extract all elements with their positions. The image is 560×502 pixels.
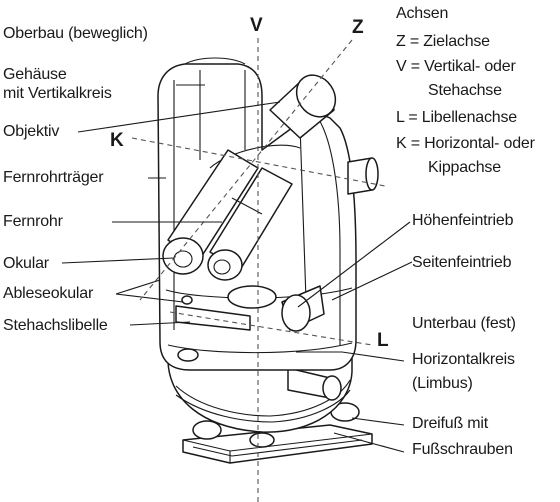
label-horizontalkreis-line2: (Limbus) [412, 375, 473, 392]
label-fernrohrtraeger: Fernrohrträger [3, 169, 104, 186]
label-seitenfeintrieb: Seitenfeintrieb [412, 254, 512, 271]
label-okular: Okular [3, 255, 49, 272]
leader-fussschrauben [333, 432, 405, 453]
axis-letter-z: Z [352, 17, 364, 38]
tribrach-illustration [182, 402, 373, 464]
axes-legend-title: Achsen [396, 5, 449, 22]
label-fernrohr: Fernrohr [3, 213, 63, 230]
label-stehachslibelle: Stehachslibelle [3, 317, 108, 334]
label-gehaeuse-line2: mit Vertikalkreis [3, 85, 112, 102]
leader-objektiv [77, 101, 281, 133]
axis-letter-k: K [110, 130, 124, 151]
objective-illustration [269, 74, 337, 139]
level-axis-line [169, 311, 373, 346]
label-dreifuss-line2: Fußschrauben [412, 441, 513, 458]
axes-legend-l: L = Libellenachse [396, 109, 517, 126]
leader-lines [61, 84, 413, 453]
leader-okular [61, 257, 175, 264]
label-unterbau: Unterbau (fest) [412, 315, 516, 332]
leader-horizontalkreis [296, 351, 405, 362]
leader-stehachslibelle [129, 321, 191, 326]
axes-legend-k-line1: K = Horizontal- oder [396, 135, 535, 152]
lower-body-illustration [167, 349, 353, 433]
leader-ableseokular-1 [115, 279, 161, 295]
telescope-illustration [162, 149, 293, 281]
axis-letter-l: L [377, 330, 389, 351]
tilt-axis-line [131, 137, 386, 187]
axes-legend-v-line1: V = Vertikal- oder [396, 58, 516, 75]
label-ableseokular: Ableseokular [3, 285, 94, 302]
axis-letter-v: V [250, 15, 263, 36]
label-hoehenfeintrieb: Höhenfeintrieb [412, 212, 514, 229]
label-horizontalkreis-line1: Horizontalkreis [412, 351, 515, 368]
leader-ableseokular-2 [115, 293, 184, 303]
label-oberbau: Oberbau (beweglich) [3, 25, 148, 42]
axis-lines [131, 38, 386, 502]
leader-seitenfeintrieb [331, 261, 413, 301]
label-objektiv: Objektiv [3, 123, 60, 140]
axes-legend-k-line2: Kippachse [428, 159, 501, 176]
label-gehaeuse-line1: Gehäuse [3, 66, 67, 83]
leader-hoehenfeintrieb [297, 221, 411, 308]
label-dreifuss-line1: Dreifuß mit [412, 415, 489, 432]
sighting-axis-line [139, 39, 353, 301]
axes-legend-v-line2: Stehachse [428, 82, 502, 99]
leader-dreifuss [351, 417, 405, 426]
axes-legend-z: Z = Zielachse [396, 33, 490, 50]
